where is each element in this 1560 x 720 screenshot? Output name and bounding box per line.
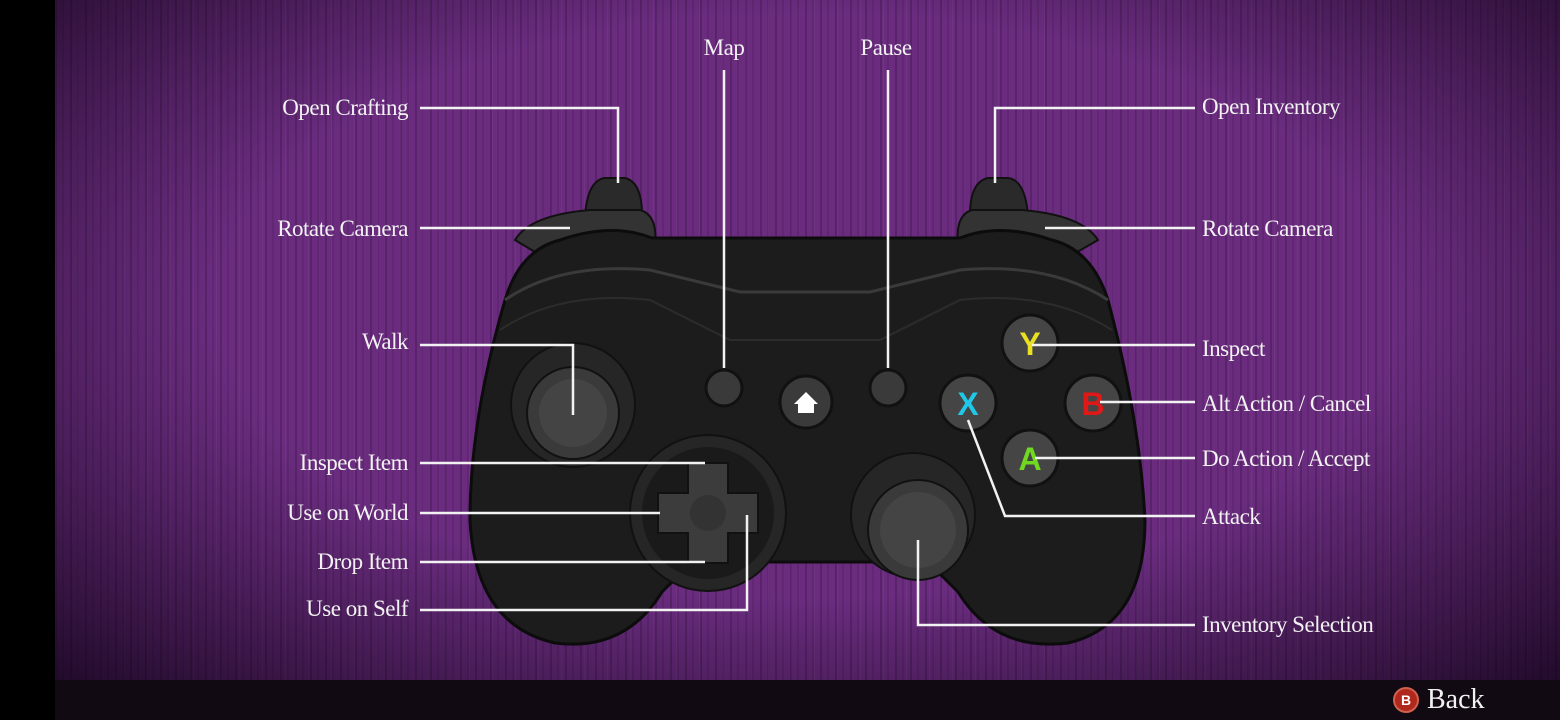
label-open-crafting: Open Crafting xyxy=(282,95,409,120)
a-button: A xyxy=(1000,428,1060,488)
svg-text:Y: Y xyxy=(1019,326,1040,362)
leader-open-inventory xyxy=(993,106,1195,183)
label-rotate-camera-right: Rotate Camera xyxy=(1202,216,1333,241)
b-button-icon: B xyxy=(1393,687,1419,713)
label-map: Map xyxy=(704,35,745,60)
footer-bar xyxy=(55,680,1560,720)
label-alt-action: Alt Action / Cancel xyxy=(1202,391,1371,416)
label-inspect-item: Inspect Item xyxy=(300,450,409,475)
label-inspect: Inspect xyxy=(1202,336,1266,361)
leader-inventory-selection xyxy=(916,540,1195,627)
back-button[interactable]: B Back xyxy=(1393,684,1485,716)
home-icon xyxy=(794,392,818,413)
map-button xyxy=(704,368,744,408)
svg-text:A: A xyxy=(1018,441,1041,477)
leader-attack xyxy=(966,419,1195,518)
label-attack: Attack xyxy=(1202,504,1261,529)
back-label: Back xyxy=(1427,684,1485,715)
label-walk: Walk xyxy=(362,329,409,354)
svg-text:X: X xyxy=(957,386,979,422)
label-pause: Pause xyxy=(860,35,911,60)
label-use-on-self: Use on Self xyxy=(306,596,409,621)
leader-use-on-self xyxy=(420,515,749,612)
home-button xyxy=(778,374,834,430)
leader-open-crafting xyxy=(420,106,620,183)
label-use-on-world: Use on World xyxy=(287,500,409,525)
label-rotate-camera-left: Rotate Camera xyxy=(277,216,408,241)
right-stick xyxy=(850,452,976,581)
label-drop-item: Drop Item xyxy=(317,549,408,574)
label-do-action: Do Action / Accept xyxy=(1202,446,1371,471)
leader-walk xyxy=(420,343,575,415)
label-open-inventory: Open Inventory xyxy=(1202,94,1341,119)
y-button: Y xyxy=(1000,313,1060,373)
pause-button xyxy=(868,368,908,408)
svg-text:B: B xyxy=(1081,386,1104,422)
label-inventory-selection: Inventory Selection xyxy=(1202,612,1374,637)
left-letterbox xyxy=(0,0,55,720)
x-button: X xyxy=(938,373,998,433)
